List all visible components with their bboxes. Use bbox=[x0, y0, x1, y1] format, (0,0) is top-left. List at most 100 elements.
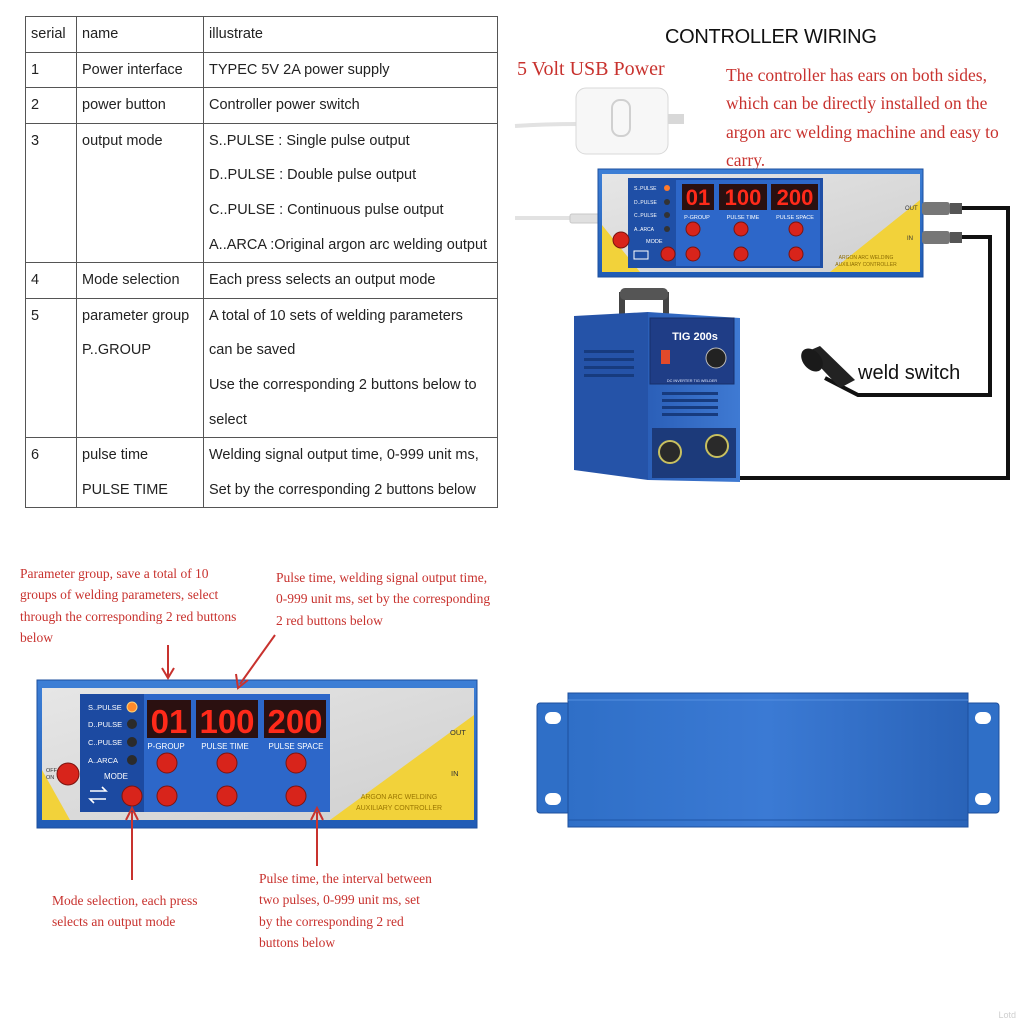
small-label-group: P-GROUP bbox=[684, 215, 710, 221]
controller-large: 01 100 200 P-GROUP PULSE TIME PULSE SPAC… bbox=[36, 679, 478, 829]
group-down-button[interactable] bbox=[156, 785, 178, 807]
cell-name-line: P..GROUP bbox=[82, 342, 152, 359]
space-down-button[interactable] bbox=[285, 785, 307, 807]
cell-illustrate: Welding signal output time, 0-999 unit m… bbox=[203, 437, 498, 509]
cell-serial: 3 bbox=[25, 122, 77, 264]
param-group-note: Parameter group, save a total of 10 grou… bbox=[20, 566, 237, 645]
cell-serial: 5 bbox=[25, 297, 77, 439]
display-group-bg bbox=[147, 700, 191, 738]
cell-illustrate-line: Set by the corresponding 2 buttons below bbox=[209, 481, 476, 498]
small-display-time: 100 bbox=[725, 185, 762, 210]
small-mode-c: C..PULSE bbox=[634, 213, 657, 219]
cell-illustrate: Each press selects an output mode bbox=[203, 262, 498, 299]
weld-switch bbox=[801, 346, 855, 388]
mode-a-led bbox=[127, 755, 137, 765]
cell-serial-line: 4 bbox=[31, 272, 40, 289]
cell-illustrate-line: can be saved bbox=[209, 342, 296, 359]
cell-illustrate: Controller power switch bbox=[203, 87, 498, 124]
cell-illustrate-line: Use the corresponding 2 buttons below to bbox=[209, 376, 477, 393]
pulse-time-note: Pulse time, welding signal output time, … bbox=[276, 570, 491, 628]
table-row: 4 Mode selection Each press selects an out… bbox=[25, 262, 498, 299]
cell-serial-line: 2 bbox=[31, 97, 40, 114]
usb-charger bbox=[514, 87, 684, 224]
cell-illustrate-line: A..ARCA :Original argon arc welding outp… bbox=[209, 236, 488, 253]
header-name: name bbox=[76, 16, 204, 53]
cell-name-line: PULSE TIME bbox=[82, 481, 168, 498]
welder-model: TIG 200s bbox=[672, 331, 718, 343]
usb-power-label: 5 Volt USB Power bbox=[517, 58, 665, 80]
mode-selection-note: Mode selection, each press selects an ou… bbox=[52, 893, 198, 930]
cell-name-line: Mode selection bbox=[82, 272, 180, 289]
display-time-bg bbox=[196, 700, 258, 738]
welder-subtitle: DC INVERTER TIG WELDER bbox=[667, 379, 718, 383]
group-up-button[interactable] bbox=[156, 752, 178, 774]
cell-name-line: Power interface bbox=[82, 61, 183, 78]
mode-button[interactable] bbox=[121, 785, 143, 807]
header-serial-line: serial bbox=[31, 26, 66, 42]
wiring-title: CONTROLLER WIRING bbox=[665, 26, 877, 48]
mode-c-led bbox=[127, 737, 137, 747]
display-space: 200 bbox=[267, 703, 322, 740]
mode-label: MODE bbox=[104, 772, 128, 781]
header-serial: serial bbox=[25, 16, 77, 53]
cell-name: output mode bbox=[76, 122, 204, 264]
display-time: 100 bbox=[199, 703, 254, 740]
small-label-space: PULSE SPACE bbox=[776, 215, 814, 221]
annotation-arrows bbox=[125, 634, 324, 880]
power-on-label: ON bbox=[46, 775, 54, 781]
small-brand-2: AUXILIARY CONTROLLER bbox=[835, 262, 897, 268]
spec-table: serial name illustrate 1 Power interface TYPE… bbox=[25, 16, 498, 509]
cell-name: Power interface bbox=[76, 51, 204, 89]
mode-d-label: D..PULSE bbox=[88, 720, 122, 729]
watermark: Lotd bbox=[998, 1010, 1016, 1020]
table-row: 1 Power interface TYPEC 5V 2A power supply bbox=[25, 51, 498, 89]
cell-serial-line: 3 bbox=[31, 132, 40, 149]
cell-name: power button bbox=[76, 87, 204, 124]
mode-swap-icon bbox=[88, 786, 108, 804]
small-mode-s: S..PULSE bbox=[634, 186, 657, 192]
cell-illustrate-line: Welding signal output time, 0-999 unit m… bbox=[209, 447, 479, 464]
label-space: PULSE SPACE bbox=[269, 742, 324, 751]
cell-illustrate: TYPEC 5V 2A power supply bbox=[203, 51, 498, 89]
label-group: P-GROUP bbox=[147, 742, 184, 751]
space-up-button[interactable] bbox=[285, 752, 307, 774]
power-button[interactable] bbox=[56, 762, 80, 786]
small-label-time: PULSE TIME bbox=[727, 215, 760, 221]
cell-name-line: output mode bbox=[82, 132, 163, 149]
cell-name-line: parameter group bbox=[82, 307, 190, 324]
welder-machine: TIG 200s DC INVERTER TIG WELDER bbox=[574, 288, 740, 482]
cell-name: Mode selection bbox=[76, 262, 204, 299]
in-label: IN bbox=[451, 769, 459, 778]
small-mode-d: D..PULSE bbox=[634, 200, 657, 206]
controller-small: 01 100 200 P-GROUP PULSE TIME PULSE SPAC… bbox=[597, 168, 924, 278]
ears-note: The controller has ears on both sides, w… bbox=[726, 65, 999, 170]
cell-serial-line: 1 bbox=[31, 61, 40, 78]
cell-illustrate-line: TYPEC 5V 2A power supply bbox=[209, 61, 390, 78]
small-in-label: IN bbox=[907, 236, 913, 242]
display-group: 01 bbox=[151, 703, 188, 740]
time-down-button[interactable] bbox=[216, 785, 238, 807]
small-mode-label: MODE bbox=[646, 239, 663, 245]
small-out-label: OUT bbox=[905, 206, 918, 212]
cable-in bbox=[824, 231, 992, 397]
power-off-label: OFF bbox=[46, 768, 58, 774]
cell-illustrate-line: D..PULSE : Double pulse output bbox=[209, 167, 417, 184]
cell-serial: 1 bbox=[25, 51, 77, 89]
cell-serial-line: 5 bbox=[31, 307, 40, 324]
table-header-row: serial name illustrate bbox=[25, 16, 498, 53]
brand-line-2: AUXILIARY CONTROLLER bbox=[356, 805, 442, 812]
label-time: PULSE TIME bbox=[201, 742, 248, 751]
cell-illustrate-line: select bbox=[209, 411, 247, 428]
time-up-button[interactable] bbox=[216, 752, 238, 774]
cell-illustrate-line: Each press selects an output mode bbox=[209, 272, 436, 289]
cell-illustrate-line: S..PULSE : Single pulse output bbox=[209, 132, 410, 149]
cell-illustrate-line: Controller power switch bbox=[209, 97, 360, 114]
header-illustrate-line: illustrate bbox=[209, 26, 263, 42]
cell-illustrate: A total of 10 sets of welding parameters… bbox=[203, 297, 498, 439]
display-space-bg bbox=[264, 700, 326, 738]
cell-illustrate-line: C..PULSE : Continuous pulse output bbox=[209, 201, 444, 218]
